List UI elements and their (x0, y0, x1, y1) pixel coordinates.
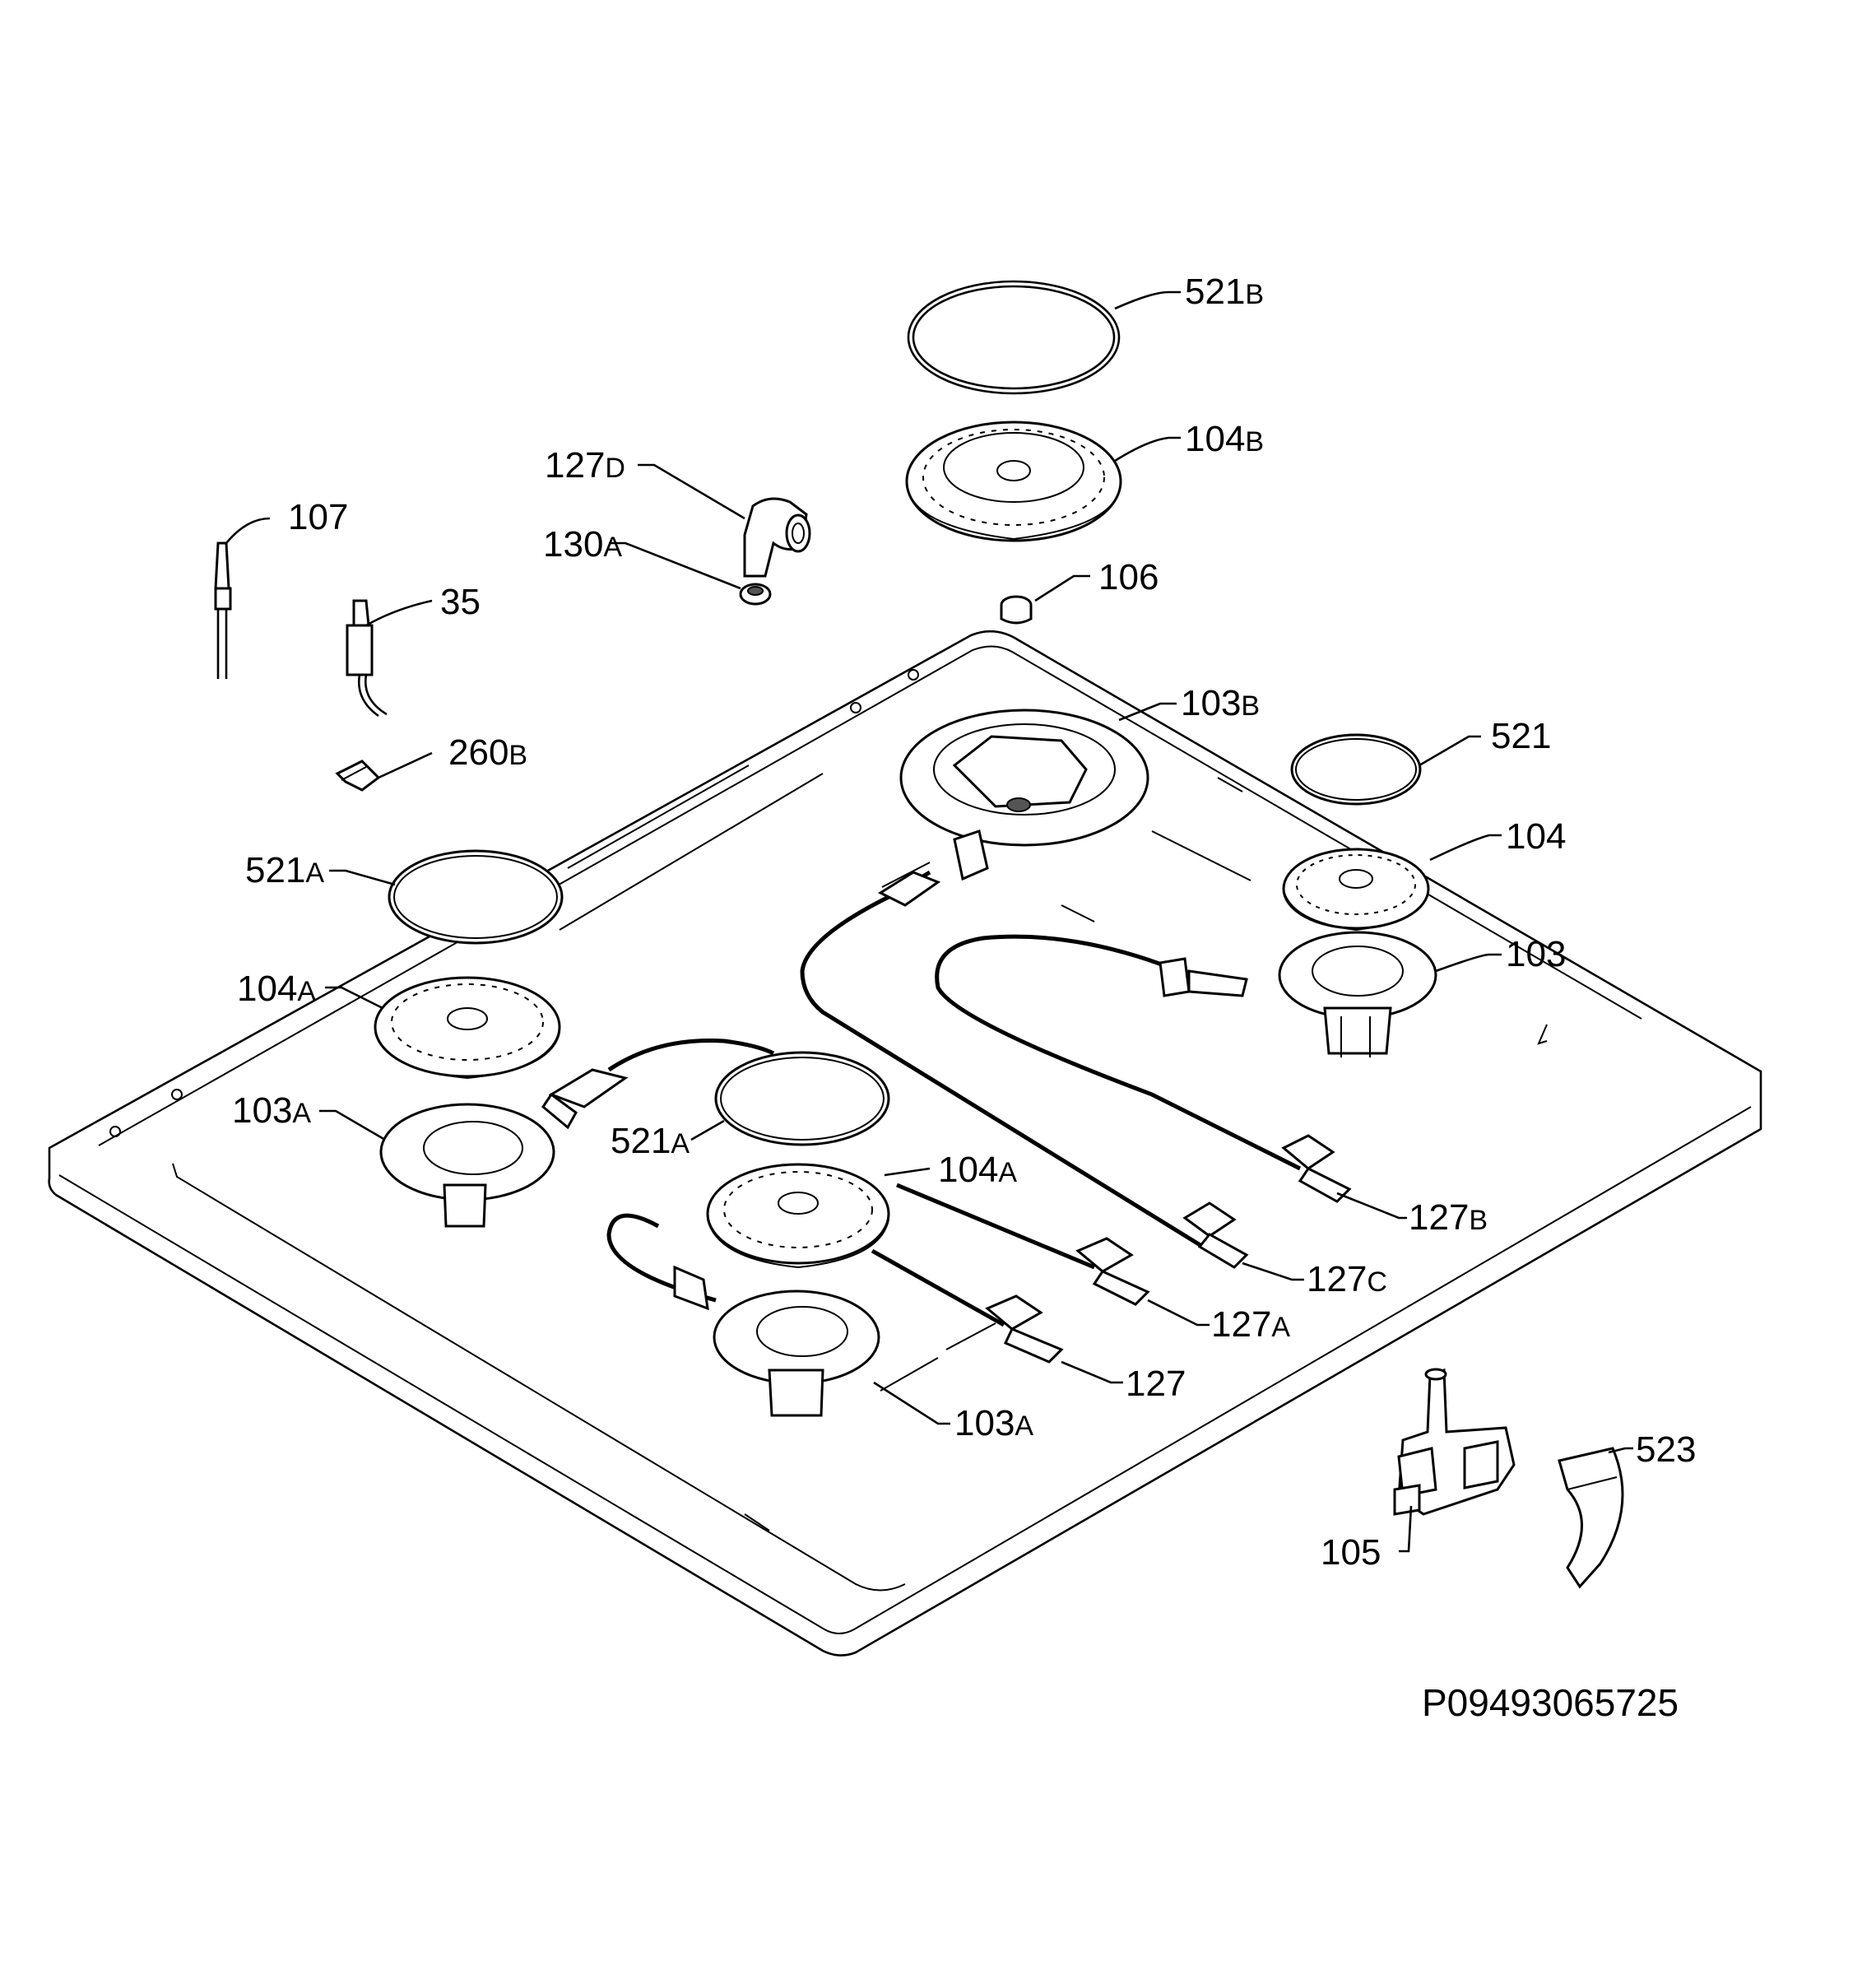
burner-crown-104a-left (374, 976, 561, 1080)
thermocouple-107 (214, 541, 232, 679)
callout-127: 127 (1126, 1364, 1186, 1404)
document-number: P09493065725 (1422, 1681, 1679, 1724)
burner-crown-104b (905, 421, 1122, 542)
callout-521: 521 (1491, 716, 1552, 756)
callout-521a-left: 521A (245, 850, 325, 890)
burner-base-103a-left (379, 1103, 555, 1228)
callout-104a-left: 104A (237, 969, 317, 1009)
hob-panel (48, 630, 1762, 1657)
callout-523: 523 (1636, 1429, 1697, 1470)
callout-103: 103 (1506, 934, 1567, 974)
callout-104b: 104B (1185, 419, 1265, 459)
callout-127b: 127B (1409, 1197, 1488, 1238)
elbow-127d (743, 497, 811, 578)
callout-130a: 130A (543, 524, 623, 565)
clip-523 (1558, 1447, 1624, 1589)
clip-260b (335, 760, 381, 792)
burner-cap-521b (907, 280, 1121, 395)
callout-103b: 103B (1181, 683, 1261, 723)
leader-lines (225, 290, 1633, 1553)
injector-106 (1000, 595, 1033, 625)
callout-103a-left: 103A (232, 1090, 312, 1131)
callout-127a: 127A (1211, 1304, 1291, 1345)
callout-104: 104 (1506, 816, 1567, 857)
callout-521a-center: 521A (611, 1121, 690, 1161)
burner-base-103 (1278, 931, 1437, 1057)
gas-valve-105 (1393, 1368, 1516, 1516)
igniter-35 (346, 599, 388, 718)
callout-104a-center: 104A (938, 1150, 1018, 1190)
burner-cap-521 (1290, 733, 1422, 806)
callout-105: 105 (1321, 1532, 1381, 1573)
callout-127c: 127C (1307, 1259, 1387, 1299)
callout-106: 106 (1098, 557, 1159, 597)
burner-crown-104 (1282, 848, 1430, 932)
gas-pipes (541, 862, 1352, 1364)
burner-base-103a-center (713, 1290, 880, 1417)
callout-521b: 521B (1185, 272, 1265, 312)
callout-107: 107 (288, 497, 349, 537)
washer-130a (739, 583, 772, 606)
callout-127d: 127D (545, 445, 625, 486)
callout-35: 35 (440, 582, 481, 622)
burner-crown-104a-center (706, 1163, 890, 1269)
callout-260b: 260B (448, 732, 528, 773)
burner-base-103b (899, 709, 1149, 881)
callout-103a-center: 103A (954, 1403, 1034, 1443)
burner-cap-521a-left (388, 849, 564, 945)
burner-cap-521a-center (714, 1051, 890, 1146)
